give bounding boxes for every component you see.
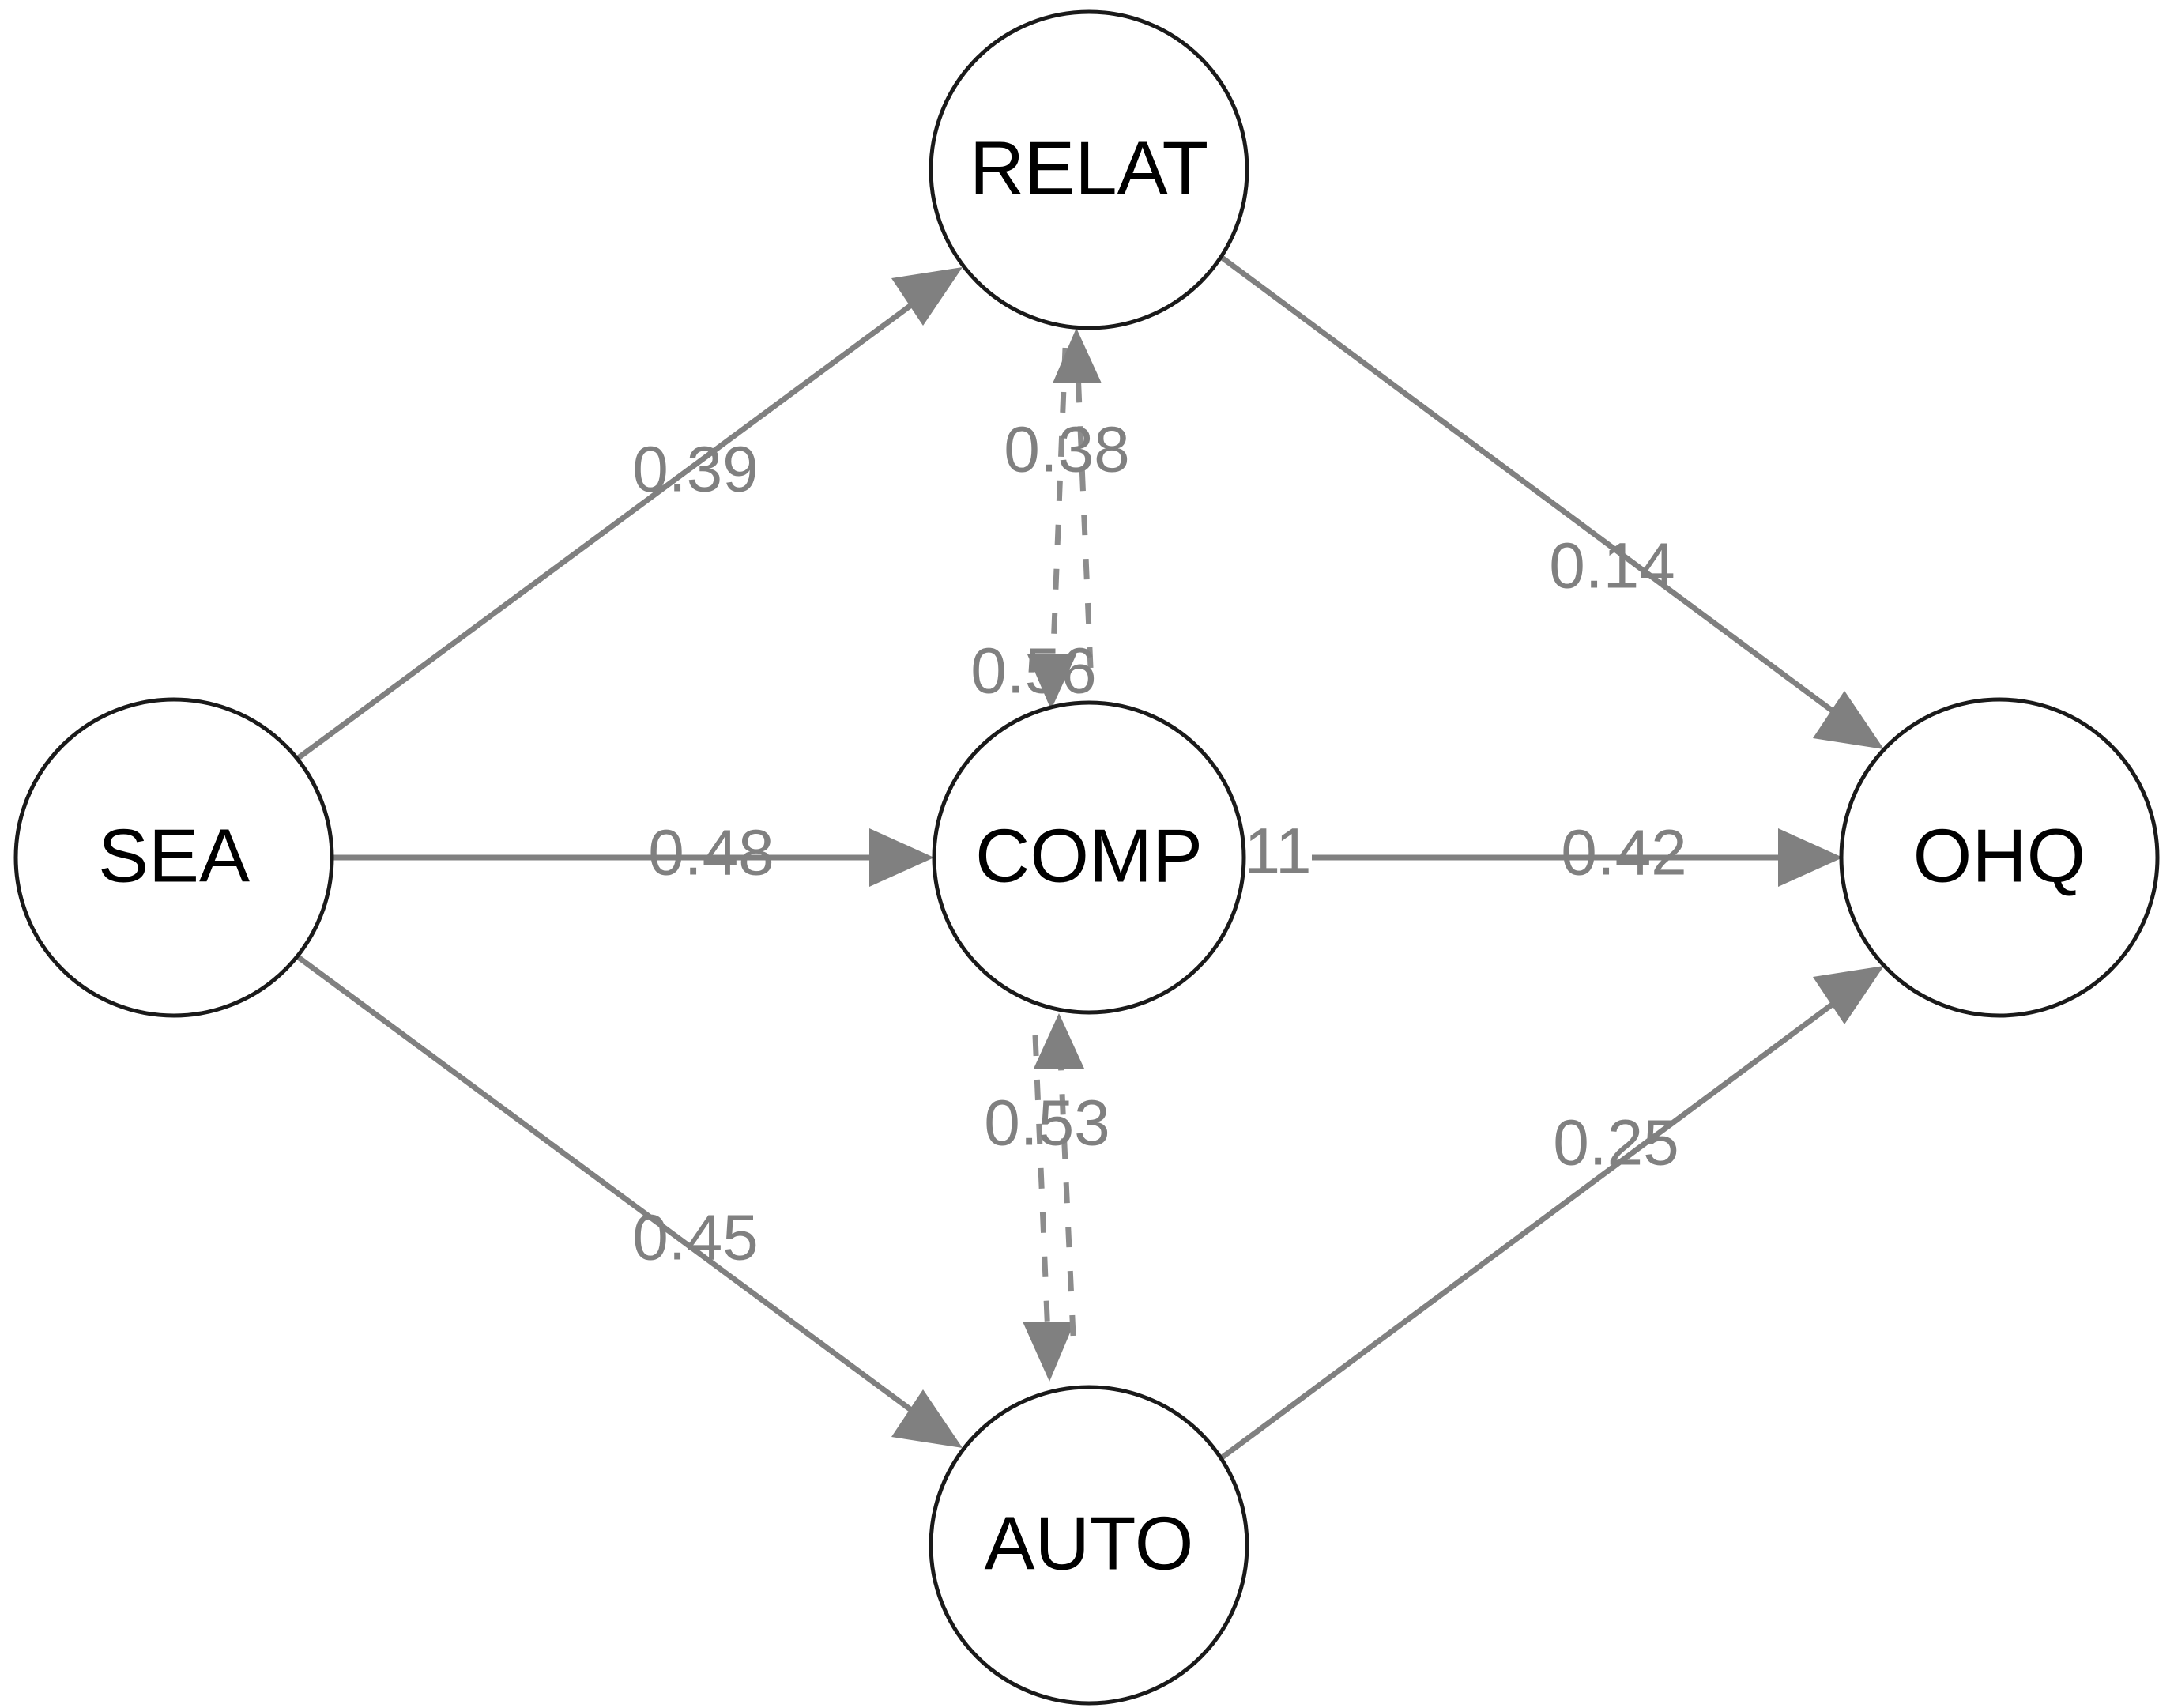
edge-sea-auto	[295, 954, 963, 1448]
edge-auto-ohq	[1219, 966, 1884, 1461]
edge-line-dashed-comp-to-relat	[1075, 371, 1094, 669]
node-sea[interactable]: SEA	[13, 697, 334, 1018]
edge-label-relat-comp-down: 0.56	[970, 635, 1097, 707]
arrowhead-into-ohq-from-relat	[1813, 691, 1884, 749]
edge-label-comp-auto: 0.53	[984, 1088, 1110, 1159]
node-circle-ohq[interactable]	[1839, 697, 2160, 1018]
edge-comp-auto-bidirectional	[1023, 1013, 1084, 1382]
node-relat[interactable]: RELAT	[929, 9, 1249, 330]
edge-line-dashed-relat-to-comp	[1049, 347, 1068, 669]
node-auto[interactable]: AUTO	[929, 1385, 1249, 1706]
node-circle-comp[interactable]	[932, 700, 1246, 1015]
node-label-relat: RELAT	[970, 126, 1208, 210]
edge-label-comp-relat-up: 0.38	[1004, 414, 1130, 486]
edge-label-sea-comp: 0.48	[648, 817, 774, 889]
node-label-comp: COMP	[975, 813, 1203, 898]
node-circle-auto[interactable]	[929, 1385, 1249, 1706]
arrowhead-into-relat-from-comp	[1053, 328, 1102, 383]
arrowhead-into-comp-from-auto	[1034, 1013, 1084, 1069]
node-label-sea: SEA	[98, 813, 250, 898]
arrowhead-into-comp-from-sea	[869, 828, 934, 887]
arrowhead-into-ohq-from-auto	[1813, 966, 1884, 1024]
edge-line-dashed-comp-to-auto	[1032, 1035, 1051, 1337]
edge-relat-ohq	[1219, 255, 1884, 749]
edge-comp-relat-bidirectional	[1027, 328, 1102, 710]
edge-sea-relat	[295, 267, 963, 761]
node-label-ohq: OHQ	[1913, 813, 2086, 898]
node-circle-sea[interactable]	[13, 697, 334, 1018]
edge-label-comp-ohq: 0.42	[1561, 817, 1687, 889]
edge-line-auto-ohq	[1219, 978, 1867, 1461]
node-comp[interactable]: COMP	[932, 700, 1246, 1015]
node-ohq[interactable]: OHQ	[1839, 697, 2160, 1018]
arrowhead-into-auto-from-sea	[891, 1389, 963, 1448]
edge-label-relat-ohq: 0.14	[1549, 530, 1675, 602]
node-label-auto: AUTO	[985, 1501, 1194, 1585]
edge-label-sea-auto: 0.45	[632, 1202, 759, 1274]
arrowhead-into-relat-from-sea	[891, 267, 963, 326]
edge-label-auto-ohq: 0.25	[1553, 1107, 1679, 1179]
edge-line-sea-relat	[295, 278, 947, 761]
edge-line-dashed-auto-to-comp	[1057, 1058, 1076, 1337]
edge-comp-ohq	[1312, 828, 1843, 887]
arrowhead-into-auto-from-comp	[1023, 1322, 1075, 1382]
edge-label-sea-relat: 0.39	[632, 434, 759, 506]
arrowhead-into-ohq-from-comp	[1778, 828, 1843, 887]
node-circle-relat[interactable]	[929, 9, 1249, 330]
edge-label-comp-ohq-clipped-fragment: 11	[1244, 816, 1311, 888]
edge-line-sea-auto	[295, 954, 947, 1437]
edge-sea-comp	[332, 828, 934, 887]
edge-line-relat-ohq	[1219, 255, 1867, 737]
arrowhead-into-comp-from-relat	[1027, 654, 1076, 710]
